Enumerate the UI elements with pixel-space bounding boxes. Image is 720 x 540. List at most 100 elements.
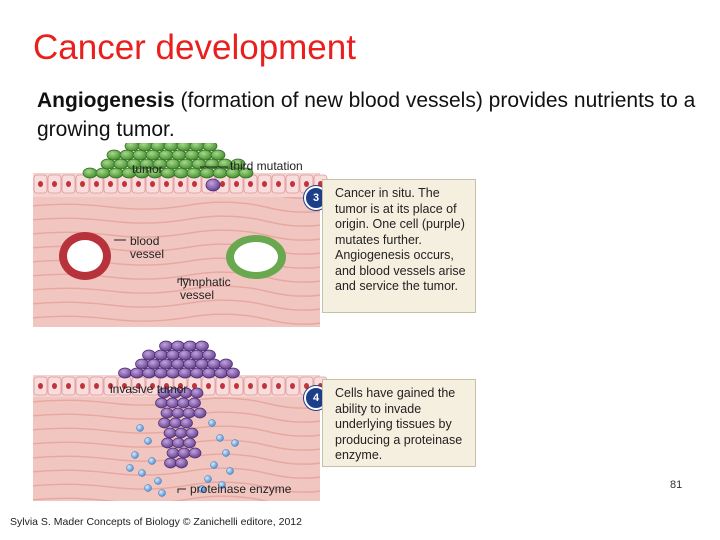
panel3-epithelial-cell-nucleus: [66, 181, 71, 187]
panel4-epithelial-cell-nucleus: [262, 383, 267, 389]
intro-text: Angiogenesis (formation of new blood ves…: [37, 86, 697, 144]
invasive-tumor-cell: [147, 358, 161, 370]
panel3-epithelial-cell-nucleus: [150, 181, 155, 187]
invasive-tumor-cell: [190, 387, 204, 399]
invasive-tumor-cell: [178, 367, 192, 379]
tumor-cell: [124, 143, 140, 152]
panel3-epithelial-cell-nucleus: [80, 181, 85, 187]
invasive-tumor-cell: [164, 457, 177, 469]
panel4-epithelial-cell-nucleus: [192, 383, 197, 389]
invasive-tumor-cell: [135, 358, 149, 370]
tumor-label: tumor: [132, 162, 163, 176]
panel3-caption: Cancer in situ. The tumor is at its plac…: [322, 179, 476, 313]
panel3-epithelial-cell-nucleus: [94, 181, 99, 187]
invasive-tumor-cell: [158, 417, 171, 429]
panel3-epithelial-cell-nucleus: [38, 181, 43, 187]
tumor-cell: [210, 149, 226, 161]
invasive-tumor-cell: [177, 447, 191, 459]
invasive-tumor-cell: [190, 367, 204, 379]
source-credit: Sylvia S. Mader Concepts of Biology © Za…: [10, 516, 302, 528]
tumor-cell: [171, 149, 187, 161]
tumor-cell: [199, 167, 215, 179]
panel4-epithelial-cell-nucleus: [276, 383, 281, 389]
tumor-cell: [132, 149, 148, 161]
invasive-tumor-cell: [195, 358, 209, 370]
invasive-tumor-cell: [161, 437, 174, 449]
enzyme-dot: [144, 484, 152, 492]
panel4-epithelial-cell-nucleus: [248, 383, 253, 389]
invasive-tumor-cell: [166, 397, 179, 409]
tumor-cell: [106, 149, 122, 161]
invasive-tumor-cell: [163, 427, 177, 439]
panel4-epithelial-cell-nucleus: [220, 383, 225, 389]
tumor-cell: [113, 158, 129, 170]
invasive-tumor-cell: [226, 367, 240, 379]
third-mutation-label: third mutation: [230, 159, 303, 173]
tumor-cell: [100, 158, 116, 170]
enzyme-dot: [218, 481, 226, 489]
panel4-leaders: [177, 488, 186, 493]
invasive-tumor-cell: [183, 340, 197, 352]
tumor-cell: [178, 158, 194, 170]
panel4-epithelial-cell-nucleus: [66, 383, 71, 389]
invasive-tumor-cell: [142, 349, 156, 361]
enzyme-dot: [158, 489, 166, 497]
tumor-cell: [173, 167, 189, 179]
panel3-epithelial-cell-nucleus: [192, 181, 197, 187]
panel3-epithelial-cell-nucleus: [304, 181, 309, 187]
intro-description: (formation of new blood vessels) provide…: [37, 89, 696, 141]
panel4-epithelial-cell-nucleus: [94, 383, 99, 389]
slide-title: Cancer development: [33, 28, 356, 67]
invasive-tumor-cell: [118, 367, 132, 379]
invasive-tumor-cell: [177, 397, 190, 409]
panel3-epithelial-cell-nucleus: [136, 181, 141, 187]
enzyme-dot: [136, 424, 144, 432]
tumor-cell: [230, 158, 246, 170]
tumor-cell: [176, 143, 192, 152]
panel4-epithelial-cell-nucleus: [150, 383, 155, 389]
invasive-tumor-cell: [166, 447, 180, 459]
invasive-tumor-cell: [166, 349, 180, 361]
panel4-epithelial-cell-nucleus: [164, 383, 169, 389]
invasive-tumor-cell: [207, 358, 221, 370]
tumor-cell: [108, 167, 124, 179]
invasive-tumor-cell: [178, 349, 192, 361]
enzyme-dot: [216, 434, 224, 442]
invasive-tumor-cell: [174, 427, 188, 439]
enzyme-dot: [198, 485, 206, 493]
tumor-cell: [189, 143, 205, 152]
panel3-epithelial-cell-nucleus: [248, 181, 253, 187]
panel4-epithelial-cell-nucleus: [178, 383, 183, 389]
enzyme-dot: [208, 419, 216, 427]
enzyme-dot: [126, 464, 134, 472]
panel4-caption: Cells have gained the ability to invade …: [322, 379, 476, 467]
invasive-tumor-cell: [183, 358, 197, 370]
tumor-cell: [184, 149, 200, 161]
enzyme-dot: [226, 467, 234, 475]
blood-vessel-label: blood vessel: [130, 234, 165, 261]
invasive-tumor-cell: [172, 437, 185, 449]
tumor-cell: [186, 167, 202, 179]
enzyme-dot: [210, 461, 218, 469]
invasive-tumor-cell: [214, 367, 228, 379]
blood-vessel: [59, 232, 111, 280]
invasive-tumor-cell: [171, 340, 185, 352]
invasive-tumor-cell: [154, 367, 168, 379]
tumor-cell: [119, 149, 135, 161]
tumor-cell: [163, 143, 179, 152]
invasive-tumor-cell: [159, 358, 173, 370]
invasive-tumor-cell: [159, 340, 173, 352]
tumor-illustration: [33, 143, 328, 501]
tumor-cell: [212, 167, 228, 179]
enzyme-dot: [222, 449, 230, 457]
panel4-epithelial-cell-nucleus: [108, 383, 113, 389]
invasive-tumor-cell: [219, 358, 233, 370]
invasive-tumor-cell: [195, 340, 209, 352]
tumor-cell: [150, 143, 166, 152]
invasive-tumor-cell: [193, 407, 207, 419]
tumor-cell: [95, 167, 111, 179]
page-number: 81: [670, 479, 683, 491]
enzyme-dot: [204, 475, 212, 483]
invasive-tumor-cell: [180, 417, 193, 429]
invasive-tumor-cell: [188, 397, 201, 409]
